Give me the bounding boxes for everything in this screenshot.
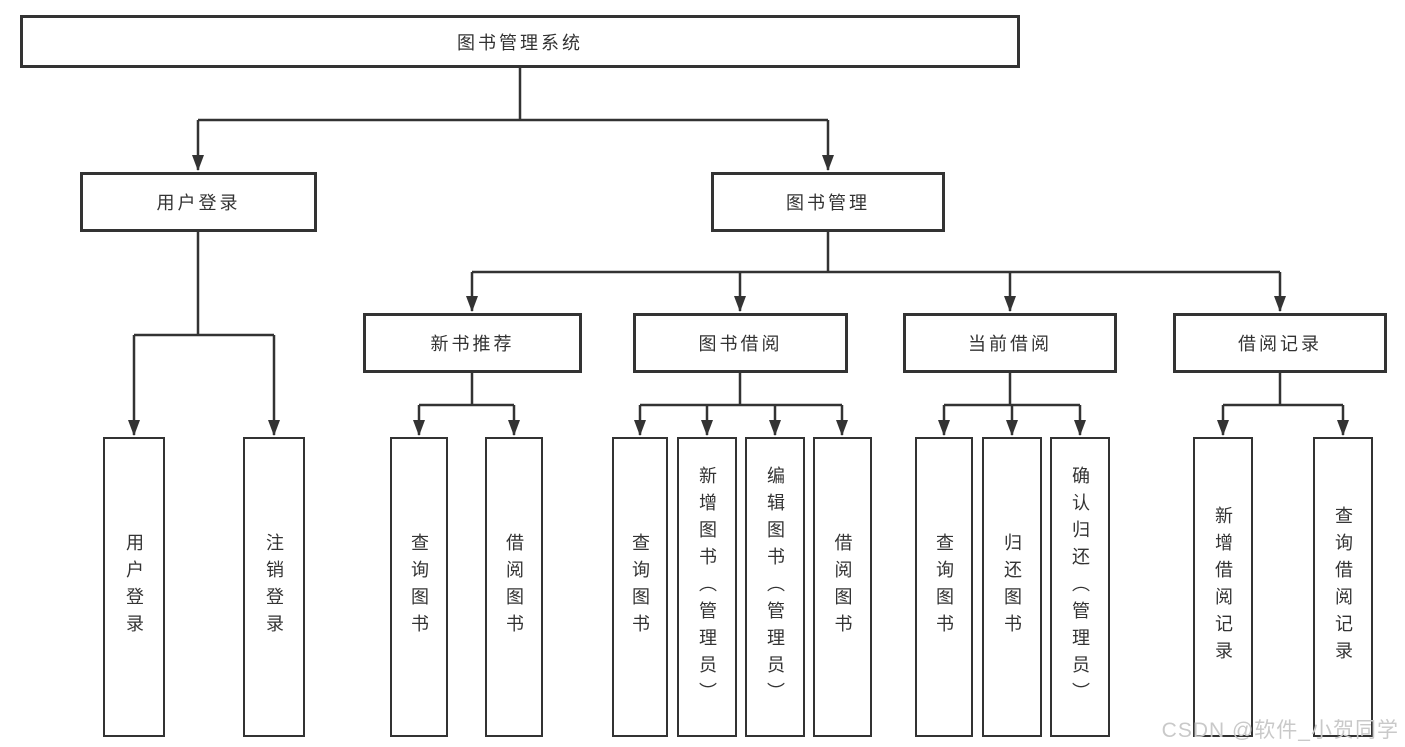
leaf-user-login: 用户登录 bbox=[103, 437, 165, 737]
node-user-login: 用户登录 bbox=[80, 172, 317, 232]
leaf-add-borrow-record: 新增借阅记录 bbox=[1193, 437, 1253, 737]
leaf-query-books-1: 查询图书 bbox=[390, 437, 448, 737]
node-label: 注销登录 bbox=[264, 533, 284, 641]
node-label: 新增图书（管理员） bbox=[697, 465, 717, 709]
node-label: 查询借阅记录 bbox=[1333, 506, 1353, 668]
node-label: 确认归还（管理员） bbox=[1070, 465, 1090, 709]
node-label: 查询图书 bbox=[630, 533, 650, 641]
node-label: 归还图书 bbox=[1002, 533, 1022, 641]
leaf-confirm-return-admin: 确认归还（管理员） bbox=[1050, 437, 1110, 737]
node-label: 查询图书 bbox=[934, 533, 954, 641]
node-label: 借阅记录 bbox=[1238, 334, 1322, 354]
leaf-edit-book-admin: 编辑图书（管理员） bbox=[745, 437, 805, 737]
leaf-query-books-2: 查询图书 bbox=[612, 437, 668, 737]
node-label: 编辑图书（管理员） bbox=[765, 465, 785, 709]
node-label: 用户登录 bbox=[124, 533, 144, 641]
leaf-query-books-3: 查询图书 bbox=[915, 437, 973, 737]
leaf-query-borrow-record: 查询借阅记录 bbox=[1313, 437, 1373, 737]
node-label: 查询图书 bbox=[409, 533, 429, 641]
node-label: 图书管理系统 bbox=[457, 32, 583, 53]
node-borrow-records: 借阅记录 bbox=[1173, 313, 1387, 373]
node-label: 用户登录 bbox=[156, 193, 241, 213]
leaf-borrow-books-2: 借阅图书 bbox=[813, 437, 872, 737]
node-current-borrow: 当前借阅 bbox=[903, 313, 1117, 373]
node-root: 图书管理系统 bbox=[20, 15, 1020, 68]
leaf-add-book-admin: 新增图书（管理员） bbox=[677, 437, 737, 737]
csdn-watermark: CSDN @软件_小贺同学 bbox=[1161, 719, 1399, 742]
node-label: 当前借阅 bbox=[968, 334, 1052, 354]
node-label: 图书管理 bbox=[786, 193, 870, 213]
node-label: 新增借阅记录 bbox=[1213, 506, 1233, 668]
node-label: 新书推荐 bbox=[430, 334, 515, 354]
node-label: 借阅图书 bbox=[832, 533, 853, 641]
leaf-logout: 注销登录 bbox=[243, 437, 305, 737]
node-label: 图书借阅 bbox=[698, 334, 783, 354]
leaf-borrow-books-1: 借阅图书 bbox=[485, 437, 543, 737]
node-book-management: 图书管理 bbox=[711, 172, 945, 232]
leaf-return-book: 归还图书 bbox=[982, 437, 1042, 737]
node-new-book-recommend: 新书推荐 bbox=[363, 313, 582, 373]
node-book-borrow: 图书借阅 bbox=[633, 313, 848, 373]
node-label: 借阅图书 bbox=[504, 533, 524, 641]
